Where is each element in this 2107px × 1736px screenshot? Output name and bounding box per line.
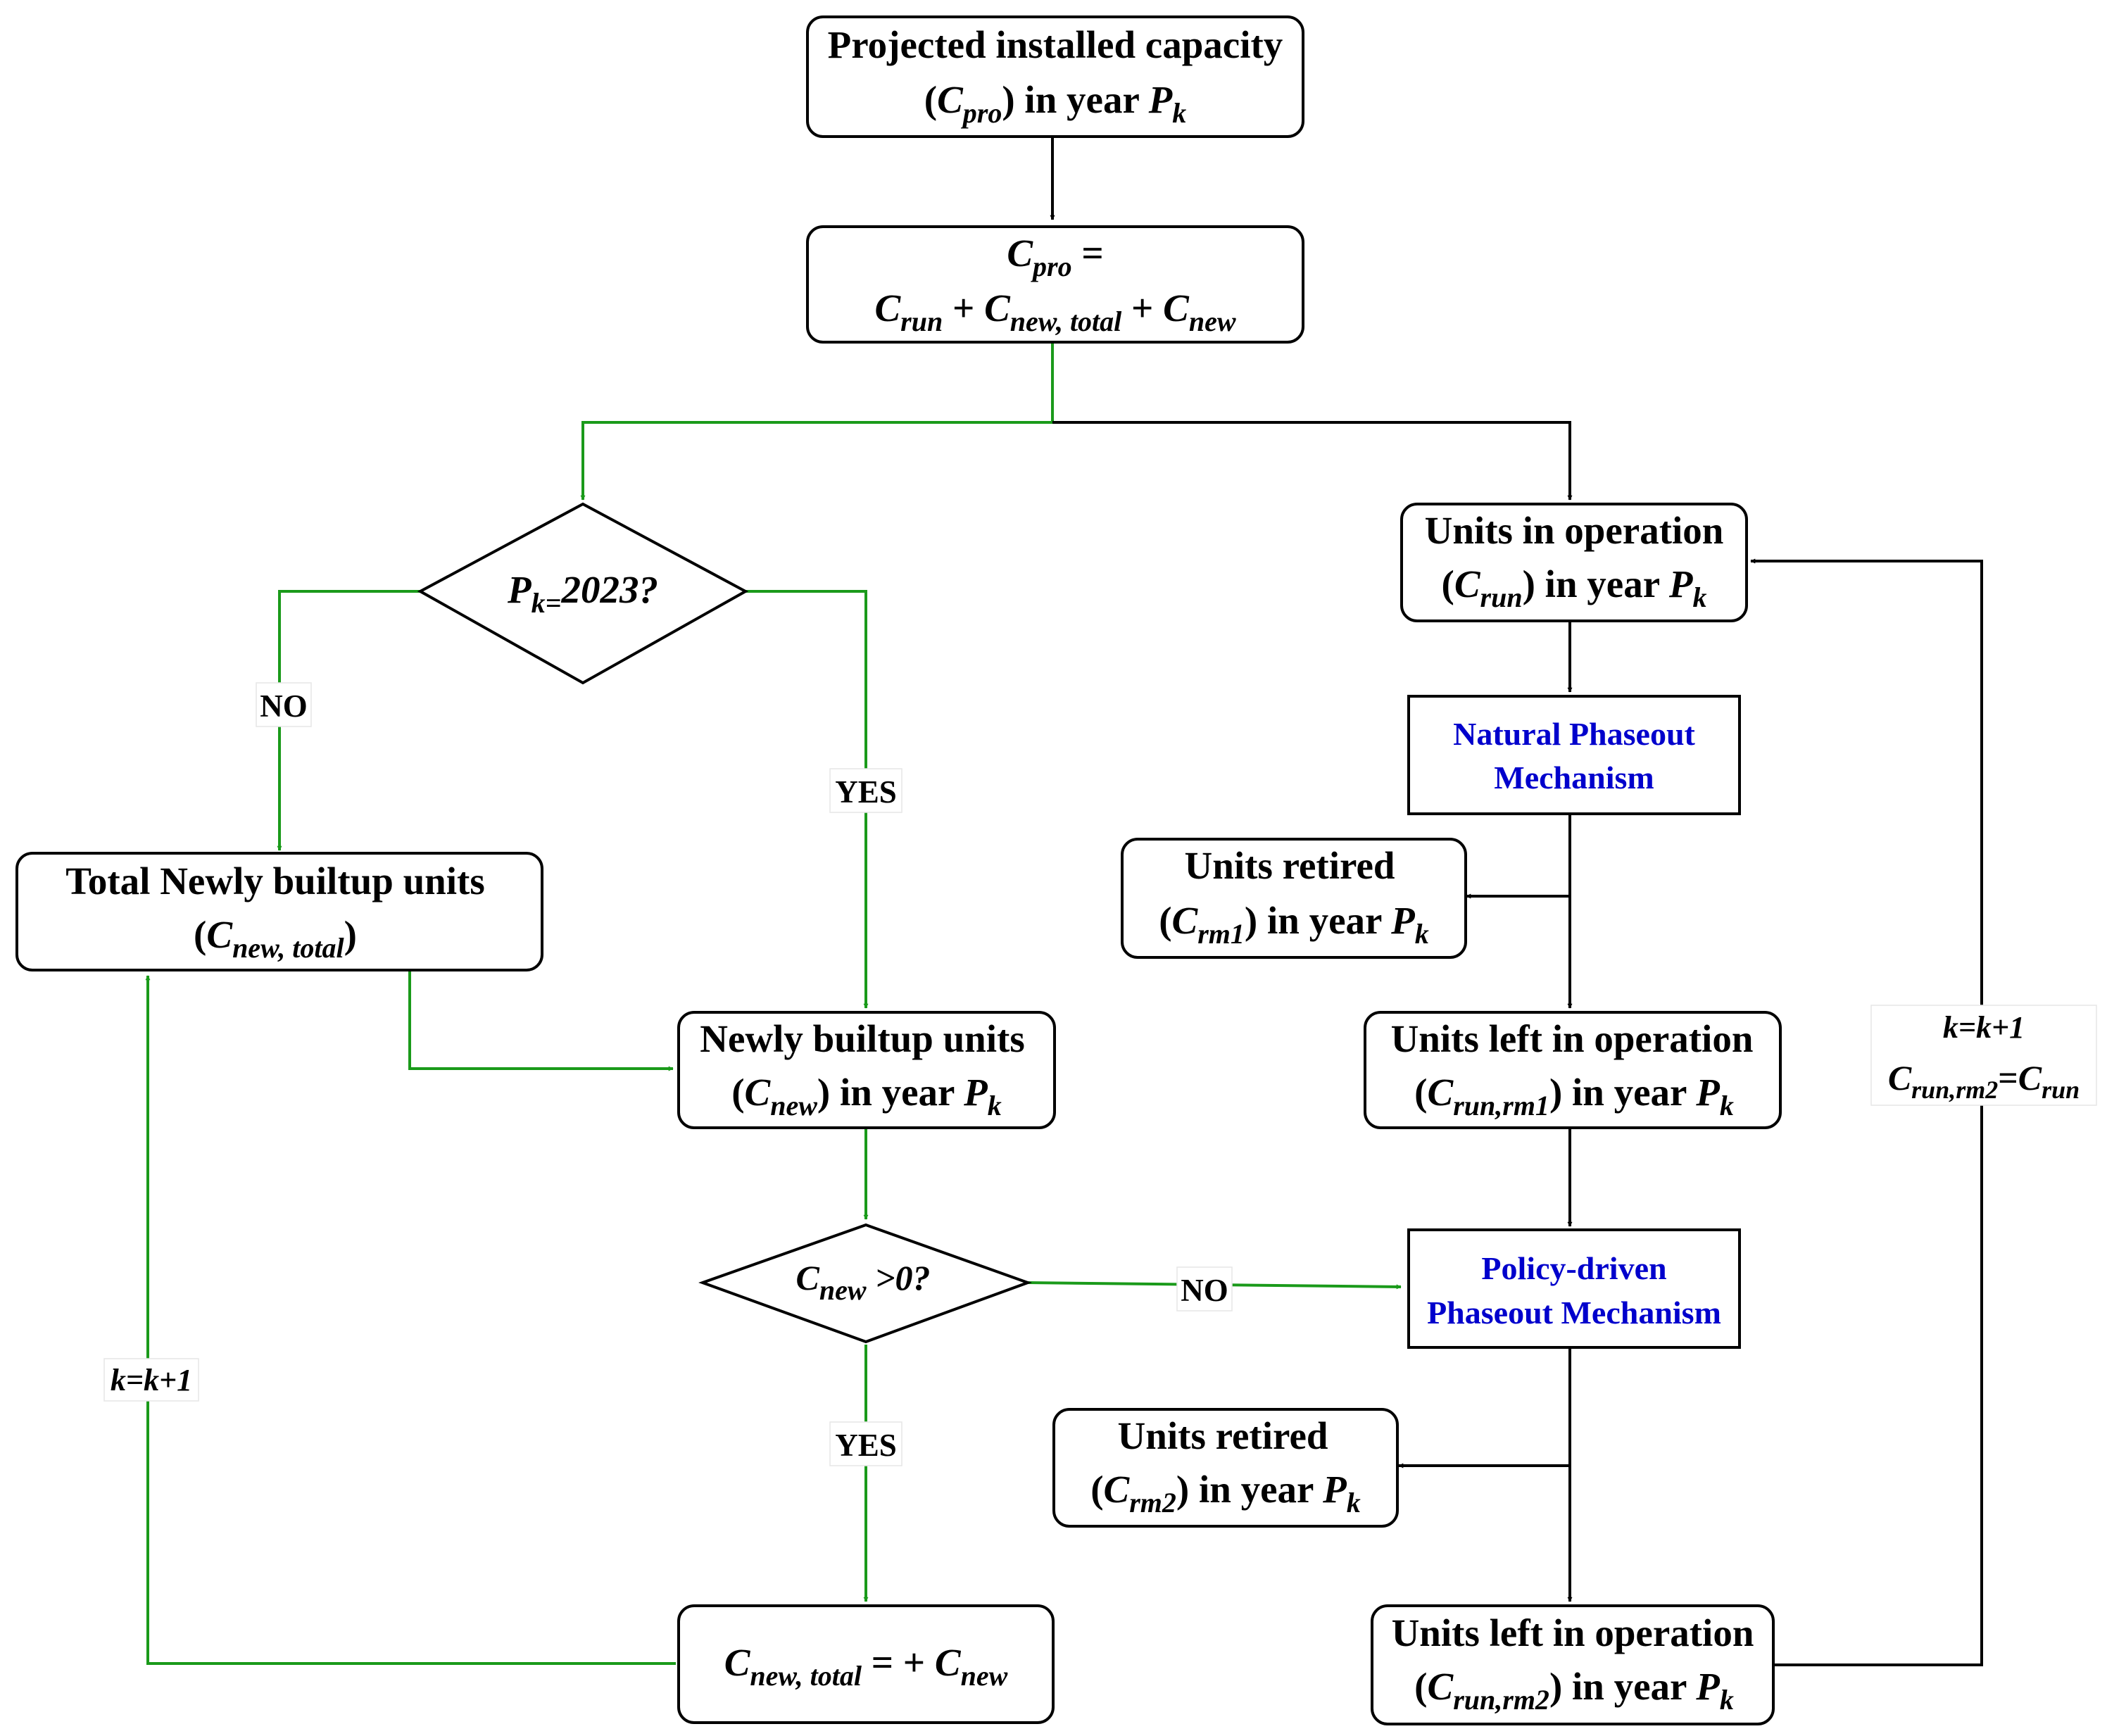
label-no-new: NO: [1181, 1273, 1228, 1308]
total-newly-line2: (Cnew, total): [194, 913, 357, 964]
edge-total-to-newly: [408, 970, 674, 1071]
units-in-operation-line2: (Crun) in year Pk: [1442, 562, 1707, 613]
edge-decision-year-yes: [746, 590, 869, 1009]
node-decision-year: Pk=2023?: [417, 502, 749, 685]
total-newly-line1: Total Newly builtup units: [65, 860, 485, 902]
natural-phaseout-line1: Natural Phaseout: [1453, 716, 1695, 752]
node-cumulative: Cnew, total = + Cnew: [677, 1604, 1055, 1724]
label-left-loop: k=k+1: [111, 1363, 192, 1397]
node-newly-builtup: Newly builtup units (Cnew) in year Pk: [677, 1011, 1056, 1129]
units-in-operation-line1: Units in operation: [1425, 509, 1724, 552]
label-no-year: NO: [260, 688, 308, 724]
edge-split-to-decision-year: [580, 421, 1052, 501]
node-units-retired-2: Units retired (Crm2) in year Pk: [1052, 1408, 1399, 1528]
connectors: [145, 137, 1983, 1666]
edge-split-to-units-in-operation: [1052, 421, 1573, 501]
decision-new-text: Cnew >0?: [795, 1258, 930, 1306]
node-capacity-equation: Cpro = Crun + Cnew, total + Cnew: [806, 225, 1304, 344]
label-yes-year: YES: [835, 774, 897, 810]
node-units-left-2: Units left in operation (Crun,rm2) in ye…: [1371, 1604, 1775, 1725]
node-units-retired-1: Units retired (Crm1) in year Pk: [1121, 838, 1467, 959]
decision-year-text: Pk=2023?: [507, 568, 658, 619]
units-left-1-line1: Units left in operation: [1391, 1017, 1754, 1060]
label-right-loop-line1: k=k+1: [1943, 1010, 2025, 1045]
edge-decision-year-no: [277, 590, 420, 851]
node-units-left-1: Units left in operation (Crun,rm1) in ye…: [1364, 1011, 1782, 1129]
projected-line1: Projected installed capacity: [828, 23, 1283, 66]
node-total-newly-builtup: Total Newly builtup units (Cnew, total): [15, 852, 543, 971]
units-left-2-line2: (Crun,rm2) in year Pk: [1414, 1665, 1734, 1716]
units-retired-1-line1: Units retired: [1185, 844, 1395, 887]
node-decision-new: Cnew >0?: [698, 1223, 1032, 1344]
projected-line2: (Cpro) in year Pk: [924, 78, 1186, 129]
equation-line1: Cpro =: [1007, 232, 1103, 282]
cumulative-text: Cnew, total = + Cnew: [724, 1641, 1008, 1692]
equation-line2: Crun + Cnew, total + Cnew: [874, 287, 1235, 337]
natural-phaseout-line2: Mechanism: [1494, 760, 1654, 795]
newly-builtup-line1: Newly builtup units: [700, 1017, 1025, 1060]
edge-cumulative-loop: [145, 975, 676, 1665]
label-yes-new: YES: [835, 1428, 897, 1463]
node-units-in-operation: Units in operation (Crun) in year Pk: [1400, 503, 1748, 622]
policy-phaseout-line1: Policy-driven: [1481, 1250, 1666, 1286]
edge-labels: NO YES NO YES k=k+1 k=k+1 Crun,rm2=Crun: [103, 682, 2097, 1466]
units-left-1-line2: (Crun,rm1) in year Pk: [1414, 1071, 1734, 1121]
node-policy-phaseout: Policy-driven Phaseout Mechanism: [1407, 1228, 1741, 1349]
node-projected-capacity: Projected installed capacity (Cpro) in y…: [806, 15, 1304, 138]
label-right-loop-line2: Crun,rm2=Crun: [1888, 1058, 2080, 1104]
units-retired-2-line2: (Crm2) in year Pk: [1090, 1468, 1361, 1518]
newly-builtup-line2: (Cnew) in year Pk: [731, 1071, 1002, 1121]
edge-left2-loop: [1750, 558, 1983, 1666]
units-left-2-line1: Units left in operation: [1392, 1611, 1754, 1654]
units-retired-1-line2: (Crm1) in year Pk: [1159, 899, 1429, 950]
node-natural-phaseout: Natural Phaseout Mechanism: [1407, 695, 1741, 815]
units-retired-2-line1: Units retired: [1118, 1414, 1328, 1457]
policy-phaseout-line2: Phaseout Mechanism: [1427, 1295, 1721, 1331]
